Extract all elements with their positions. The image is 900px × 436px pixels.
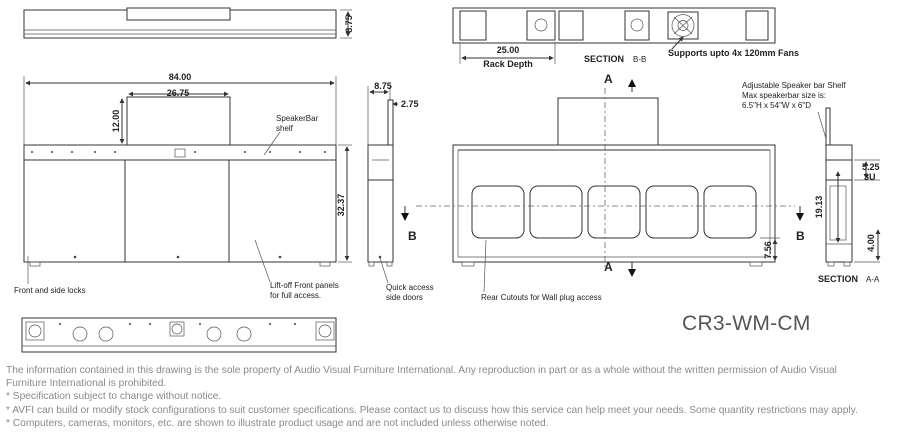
dim-cutout-height: 7.56 xyxy=(763,241,773,259)
dim-speaker-width: 26.75 xyxy=(167,88,190,98)
label-section-bb: SECTION xyxy=(584,54,624,64)
marker-a-bottom: A xyxy=(604,260,613,274)
dim-overall-width: 84.00 xyxy=(169,72,192,82)
front-shelf-holes xyxy=(31,151,326,259)
label-rear-cutouts: Rear Cutouts for Wall plug access xyxy=(481,293,602,302)
label-adjustable-line2: Max speakerbar size is: xyxy=(742,91,826,100)
section-bb-view: 25.00 Rack Depth SECTION B-B Supports up… xyxy=(452,7,799,69)
label-fans: Supports upto 4x 120mm Fans xyxy=(668,48,799,58)
note-line-1: The information contained in this drawin… xyxy=(6,365,837,376)
label-speakerbar-line2: shelf xyxy=(276,124,294,133)
label-section-bb-suffix: B-B xyxy=(633,55,646,64)
note-line-2: Furniture International is prohibited. xyxy=(6,378,167,390)
marker-b-right: B xyxy=(796,229,805,243)
label-adjustable-line1: Adjustable Speaker bar Shelf xyxy=(742,81,846,90)
dim-section-a-height: 19.13 xyxy=(814,196,824,219)
dim-speaker-height: 12.00 xyxy=(111,110,121,133)
label-liftoff-line1: Lift-off Front panels xyxy=(270,281,339,290)
model-name: CR3-WM-CM xyxy=(682,312,811,335)
section-aa-view: Adjustable Speaker bar Shelf Max speaker… xyxy=(742,81,881,284)
side-view: 8.75 2.75 Quick access side doors xyxy=(367,81,434,302)
label-quick-line1: Quick access xyxy=(386,283,434,292)
rear-cutouts xyxy=(471,185,757,239)
dim-section-a-3u: 3U xyxy=(864,172,876,182)
label-section-aa-suffix: A-A xyxy=(866,275,880,284)
disclaimer-notes: The information contained in this drawin… xyxy=(6,364,894,430)
dim-side-depth: 8.75 xyxy=(374,81,392,91)
front-view: 84.00 26.75 12.00 32.37 Speaker xyxy=(14,72,352,300)
label-section-aa: SECTION xyxy=(818,274,858,284)
note-line-4: * AVFI can build or modify stock configu… xyxy=(6,404,858,416)
label-rack-depth: Rack Depth xyxy=(483,59,533,69)
dim-section-a-bottom: 4.00 xyxy=(866,234,876,252)
note-line-3: * Specification subject to change withou… xyxy=(6,391,222,403)
label-liftoff-line2: for full access. xyxy=(270,291,321,300)
note-line-5: * Computers, cameras, monitors, etc. are… xyxy=(6,417,549,429)
dim-top-height: 8.75 xyxy=(344,15,354,33)
label-speakerbar-line1: SpeakerBar xyxy=(276,114,319,123)
bottom-view xyxy=(21,317,337,353)
dim-section-a-top: 5.25 xyxy=(862,162,880,172)
dim-side-small: 2.75 xyxy=(401,99,419,109)
dim-rack-width: 25.00 xyxy=(497,45,520,55)
dim-overall-height: 32.37 xyxy=(336,194,346,217)
marker-a-top: A xyxy=(604,72,613,86)
marker-b-left: B xyxy=(408,229,417,243)
rear-view: A A B B 7.56 Rear Cutouts for Wall plug … xyxy=(401,72,805,302)
label-quick-line2: side doors xyxy=(386,293,423,302)
label-adjustable-line3: 6.5"H x 54"W x 6"D xyxy=(742,101,811,110)
top-view: 8.75 xyxy=(23,7,354,39)
label-front-locks: Front and side locks xyxy=(14,286,86,295)
